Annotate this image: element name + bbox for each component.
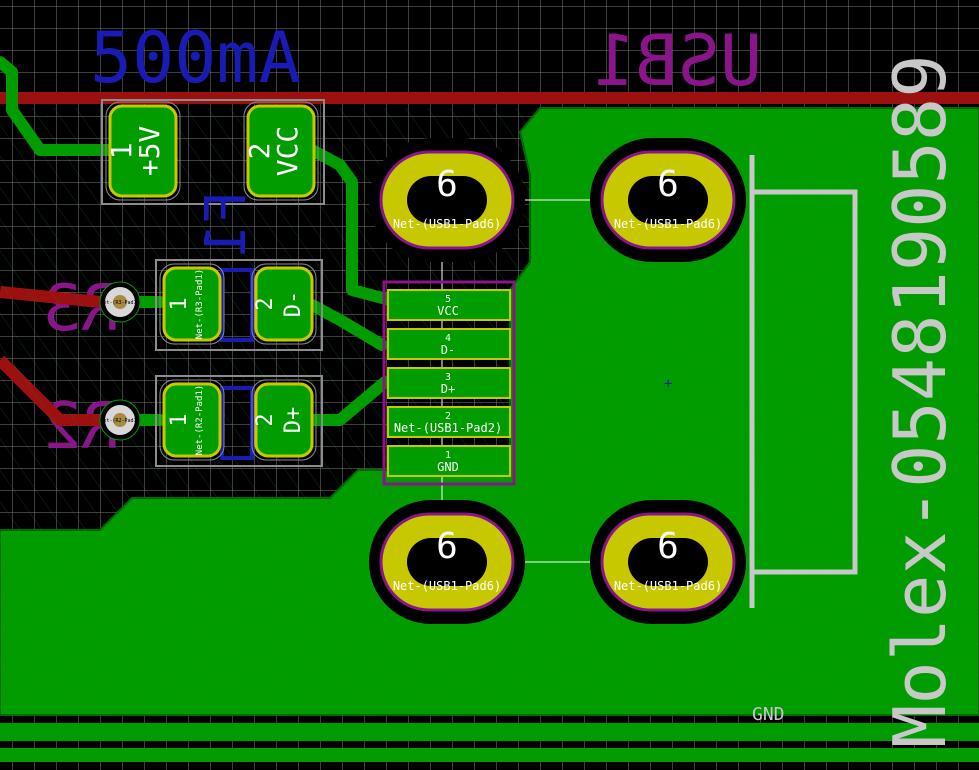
r2-pad-1-net: Net-(R2-Pad1) (195, 385, 205, 455)
r2-pad-2-net: D+ (281, 407, 306, 434)
fuse-pad-2-number: 2 (243, 143, 276, 160)
fuse-pad-2-net: VCC (271, 126, 304, 177)
usb-pin-1-net: GND (437, 460, 459, 474)
shield-pad-2-net: Net-(USB1-Pad6) (614, 217, 722, 231)
fab-ref-usb: USB1 (593, 20, 762, 102)
fuse-pad-1-number: 1 (105, 143, 138, 160)
shield-pad-3-net: Net-(USB1-Pad6) (393, 579, 501, 593)
usb-pin-4-number: 4 (445, 333, 451, 344)
gnd-label: GND (752, 704, 785, 725)
connector-value-text: Molex-0548190589 (878, 54, 962, 748)
r3-pad-1-number: 1 (167, 297, 192, 310)
usb-pin-3-number: 3 (445, 372, 451, 383)
via-1-label: Net-(R3-Pad1) (100, 300, 139, 306)
shield-pad-1-net: Net-(USB1-Pad6) (393, 217, 501, 231)
usb-pin-4[interactable]: 4D- (387, 328, 511, 360)
r3-pad-2-net: D- (281, 291, 306, 318)
usb-pin-bank-outline (382, 280, 516, 486)
r3-pad-1-net: Net-(R3-Pad1) (195, 269, 205, 339)
r2-courtyard (155, 375, 323, 467)
shield-pad-2-number: 6 (657, 164, 679, 205)
usb-pin-3[interactable]: 3D+ (387, 367, 511, 399)
shield-pad-1-number: 6 (436, 164, 458, 205)
fab-ref-fuse-value: 500mA (90, 17, 301, 99)
usb-pin-4-net: D- (441, 343, 455, 357)
usb-pin-5-net: VCC (437, 304, 459, 318)
r2-pad-1-number: 1 (167, 413, 192, 426)
r3-pad-2-number: 2 (253, 297, 278, 310)
usb-pin-1-number: 1 (445, 450, 451, 461)
via-1[interactable]: Net-(R3-Pad1) (99, 281, 141, 323)
r2-pad-2-number: 2 (253, 413, 278, 426)
usb-pin-5-number: 5 (445, 294, 451, 305)
r3-courtyard (155, 259, 323, 351)
shield-pad-4-number: 6 (657, 526, 679, 567)
usb-pin-2-net: Net-(USB1-Pad2) (394, 421, 502, 435)
via-2[interactable]: Net-(R2-Pad1) (99, 399, 141, 441)
bottom-band-2 (0, 748, 979, 762)
fab-ref-fuse-mirror: F1 (194, 190, 259, 257)
fuse-courtyard (101, 99, 325, 205)
fuse-pad-1[interactable]: 1+5V (105, 101, 181, 201)
usb-pin-3-net: D+ (441, 382, 455, 396)
usb-pin-2-number: 2 (445, 411, 451, 422)
via-2-label: Net-(R2-Pad1) (100, 418, 139, 424)
usb-silk-outline (749, 155, 858, 608)
shield-pad-4-net: Net-(USB1-Pad6) (614, 579, 722, 593)
fuse-pad-1-net: +5V (133, 126, 166, 177)
shield-pad-3-number: 6 (436, 526, 458, 567)
crosshair-marker: + (664, 376, 672, 392)
bottom-band (0, 723, 979, 741)
